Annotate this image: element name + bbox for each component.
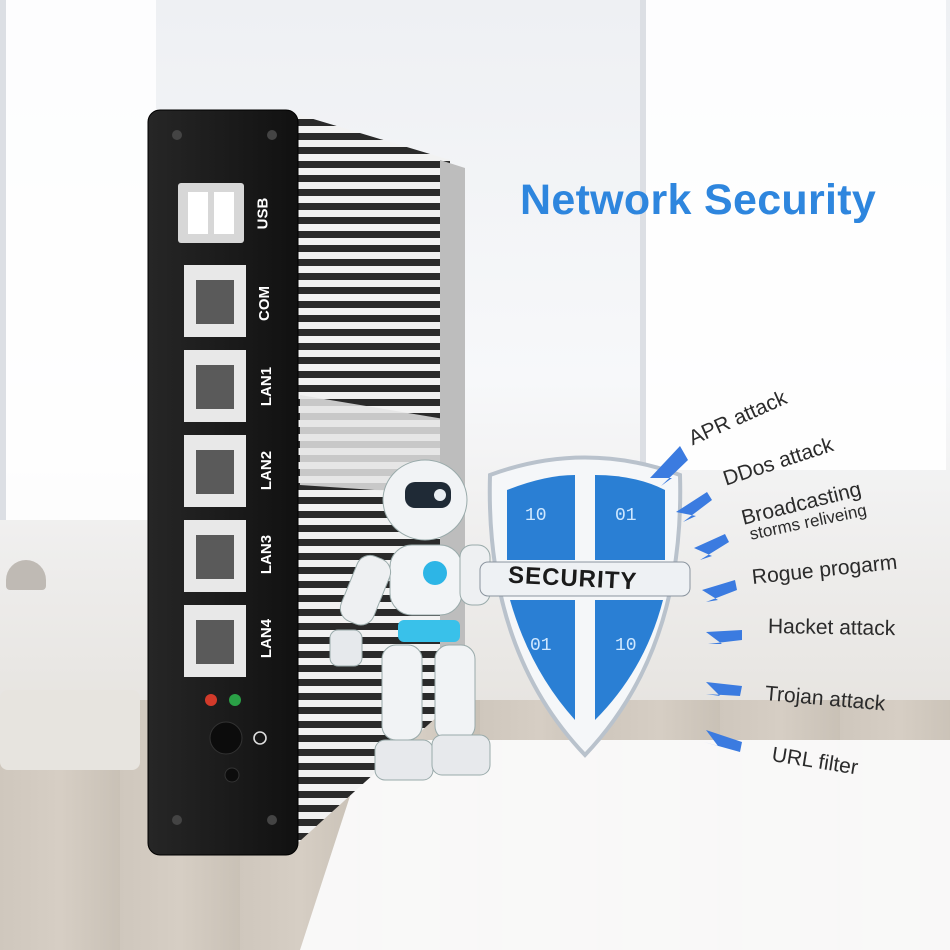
arrow-icon (706, 682, 742, 696)
window (0, 0, 156, 520)
sofa (0, 690, 140, 770)
window (640, 0, 946, 470)
arrow-icon (676, 492, 712, 522)
arrow-icon (704, 730, 742, 752)
svg-text:01: 01 (615, 506, 637, 526)
shield-icon: 10 01 01 10 (479, 455, 691, 758)
svg-text:10: 10 (525, 506, 547, 526)
lamp (6, 560, 46, 590)
robot-figure (329, 459, 491, 781)
arrow-icon (702, 580, 737, 602)
power-button (209, 721, 243, 755)
page-title: Network Security (520, 176, 877, 224)
svg-text:10: 10 (615, 636, 637, 656)
arrow-icon (706, 630, 742, 644)
ethernet-ports (184, 265, 246, 677)
arrow-icon (650, 446, 688, 486)
arrow-icon (694, 534, 729, 560)
svg-text:01: 01 (530, 636, 552, 656)
